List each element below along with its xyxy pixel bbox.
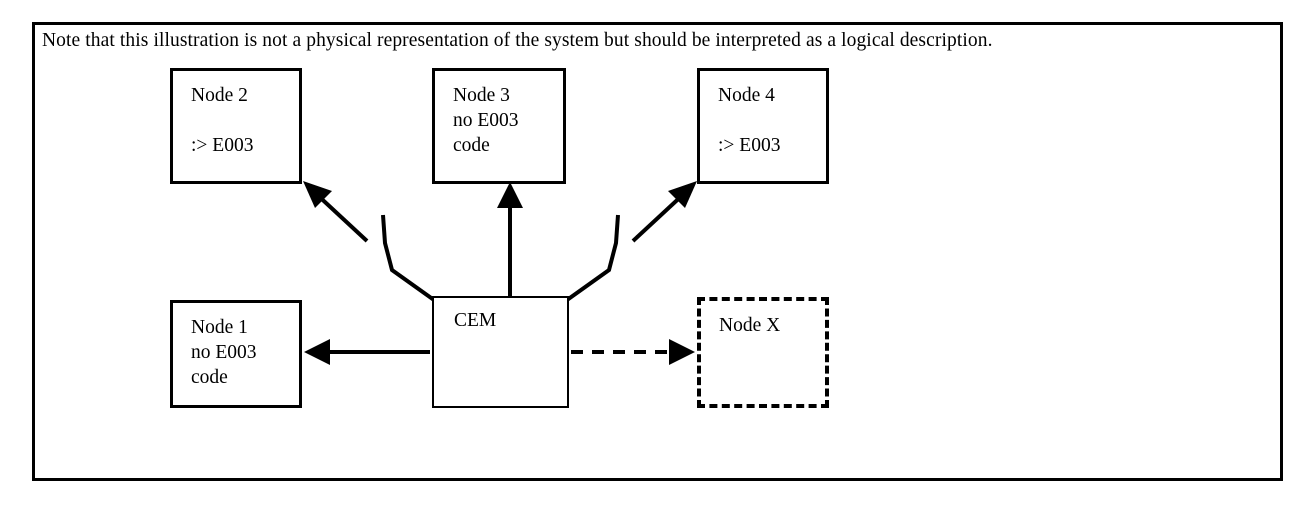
node-box-node3[interactable]: Node 3 no E003 code bbox=[432, 68, 566, 184]
node-box-cem[interactable]: CEM bbox=[432, 296, 569, 408]
node3-label: Node 3 no E003 code bbox=[453, 85, 519, 156]
node-box-node2[interactable]: Node 2 :> E003 bbox=[170, 68, 302, 184]
node2-label: Node 2 :> E003 bbox=[191, 85, 254, 156]
node-box-node4[interactable]: Node 4 :> E003 bbox=[697, 68, 829, 184]
diagram-frame bbox=[32, 22, 1283, 481]
node-box-nodex[interactable]: Node X bbox=[697, 297, 829, 408]
node1-label: Node 1 no E003 code bbox=[191, 317, 257, 388]
node-box-node1[interactable]: Node 1 no E003 code bbox=[170, 300, 302, 408]
nodex-label: Node X bbox=[719, 315, 781, 336]
note-text: Note that this illustration is not a phy… bbox=[42, 30, 993, 51]
node4-label: Node 4 :> E003 bbox=[718, 85, 781, 156]
cem-label: CEM bbox=[454, 310, 497, 331]
